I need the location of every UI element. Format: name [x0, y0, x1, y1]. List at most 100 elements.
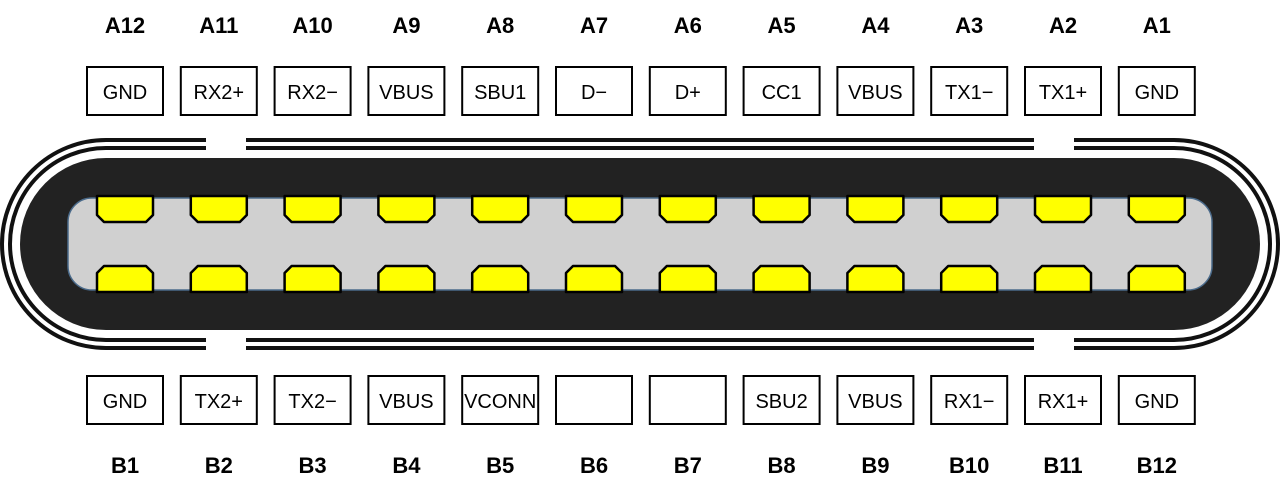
signal-name-label: VBUS	[848, 82, 902, 104]
pin-b10: B10 RX1−	[930, 264, 1009, 478]
shell-gap-bottom-left	[206, 336, 246, 350]
signal-name-label: VBUS	[379, 82, 433, 104]
pin-contact	[95, 194, 155, 224]
pin-b12: B12 GND	[1117, 264, 1196, 478]
pin-contact	[283, 194, 342, 224]
signal-box	[555, 375, 633, 425]
pin-contact	[564, 264, 624, 294]
pin-number-label: B1	[111, 453, 139, 478]
signal-name-label: RX2+	[194, 82, 245, 104]
signal-name-label: TX2−	[288, 391, 336, 413]
pin-contact	[846, 264, 905, 294]
signal-box	[1024, 375, 1102, 425]
pin-number-label: A3	[955, 13, 983, 38]
signal-box	[461, 66, 540, 116]
signal-box	[742, 66, 821, 116]
signal-box	[179, 375, 258, 425]
pin-contact	[189, 264, 249, 294]
signal-name-label: TX1+	[1039, 82, 1087, 104]
pin-contact	[95, 264, 155, 294]
pin-contact	[939, 264, 999, 294]
pin-number-label: A10	[292, 13, 332, 38]
pin-contact	[1033, 264, 1093, 294]
pin-b4: B4 VBUS	[367, 264, 446, 478]
pin-contact	[752, 264, 811, 294]
signal-box	[86, 375, 164, 425]
pin-contact	[658, 194, 718, 224]
pin-contact	[470, 194, 530, 224]
connector-shell	[0, 138, 1280, 350]
pin-contact	[189, 194, 249, 224]
signal-box	[836, 66, 915, 116]
pin-number-label: B2	[205, 453, 233, 478]
pin-contact	[939, 194, 999, 224]
pin-a6: A6D+	[648, 13, 727, 224]
pin-number-label: B12	[1137, 453, 1177, 478]
signal-name-label: GND	[103, 82, 147, 104]
shell-gap-bottom-right	[1034, 336, 1074, 350]
signal-box	[461, 375, 540, 425]
signal-box	[1117, 66, 1196, 116]
signal-box	[742, 375, 821, 425]
shell-gap-top-left	[206, 138, 246, 152]
pin-number-label: B4	[392, 453, 421, 478]
signal-box	[836, 375, 915, 425]
pin-number-label: B6	[580, 453, 608, 478]
pin-number-label: A7	[580, 13, 608, 38]
pin-number-label: B10	[949, 453, 989, 478]
pin-a7: A7D−	[555, 13, 633, 224]
signal-name-label: GND	[1135, 391, 1179, 413]
pin-b7: B7	[648, 264, 727, 478]
signal-name-label: TX1−	[945, 82, 993, 104]
signal-name-label: VCONN	[464, 391, 536, 413]
pin-contact	[658, 264, 718, 294]
signal-name-label: RX1+	[1038, 391, 1089, 413]
pin-contact	[283, 264, 342, 294]
signal-name-label: D+	[675, 82, 701, 104]
pin-contact	[377, 194, 436, 224]
pin-contact	[1033, 194, 1093, 224]
shell-inner-ring	[8, 146, 1272, 342]
signal-name-label: SBU1	[474, 82, 526, 104]
pin-contact	[752, 194, 811, 224]
signal-box	[367, 375, 446, 425]
signal-name-label: D−	[581, 82, 607, 104]
signal-box	[648, 375, 727, 425]
pin-b2: B2 TX2+	[179, 264, 258, 478]
pin-contact	[377, 264, 436, 294]
top-pin-row: A12GNDA11RX2+A10RX2−A9VBUSA8SBU1A7D−A6D+…	[86, 13, 1196, 224]
signal-box	[1117, 375, 1196, 425]
pin-number-label: A9	[392, 13, 420, 38]
signal-box	[648, 66, 727, 116]
pin-number-label: B9	[861, 453, 889, 478]
signal-name-label: VBUS	[379, 391, 433, 413]
signal-name-label: TX2+	[195, 391, 243, 413]
pin-contact	[846, 194, 905, 224]
signal-name-label: RX1−	[944, 391, 995, 413]
signal-box	[273, 375, 352, 425]
pin-number-label: B3	[299, 453, 327, 478]
signal-box	[273, 66, 352, 116]
pin-number-label: B7	[674, 453, 702, 478]
pin-contact	[564, 194, 624, 224]
shell-gap-top-right	[1034, 138, 1074, 152]
signal-box	[930, 375, 1009, 425]
pin-contact	[470, 264, 530, 294]
signal-box	[86, 66, 164, 116]
pin-b6: B6	[555, 264, 633, 478]
pin-number-label: A8	[486, 13, 514, 38]
pin-contact	[1127, 194, 1187, 224]
